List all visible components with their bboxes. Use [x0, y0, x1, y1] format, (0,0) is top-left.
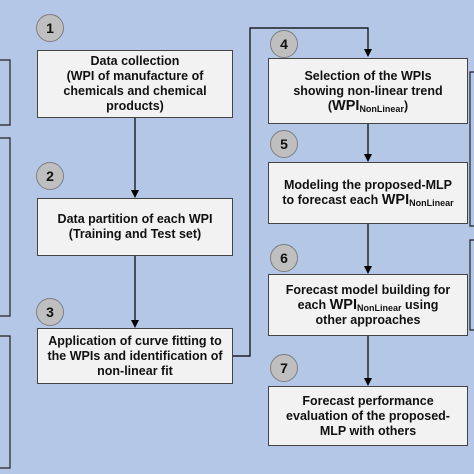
- right-bracket-2: [469, 239, 474, 331]
- step-4-box: Selection of the WPIs showing non-linear…: [268, 58, 468, 124]
- step-6-term-suffix: using: [401, 297, 439, 312]
- step-6-term-line: each WPINonLinear using: [286, 296, 451, 313]
- arrow-3-to-4: [233, 27, 372, 357]
- step-4-number: 4: [270, 30, 298, 58]
- step-3-line-1: Application of curve fitting to: [48, 333, 222, 348]
- step-1-box: Data collection (WPI of manufacture of c…: [37, 50, 233, 118]
- step-6-term: WPI: [329, 296, 358, 313]
- step-6-term-prefix: each: [297, 297, 330, 312]
- step-4-term-line: (WPINonLinear): [293, 97, 442, 114]
- step-1-number: 1: [36, 14, 64, 42]
- step-7-line-2: evaluation of the proposed-: [286, 408, 450, 423]
- step-2-number: 2: [36, 162, 64, 190]
- step-5-term-subscript: NonLinear: [409, 198, 454, 208]
- step-3-line-3: non-linear fit: [97, 363, 173, 378]
- step-2-line-1: Data partition of each WPI: [57, 212, 213, 226]
- step-5-number: 5: [270, 130, 298, 158]
- step-5-line-1: Modeling the proposed-MLP: [283, 178, 453, 192]
- step-6-box: Forecast model building for each WPINonL…: [268, 274, 468, 336]
- step-7-box: Forecast performance evaluation of the p…: [268, 386, 468, 446]
- left-bracket-2: [0, 137, 11, 317]
- right-bracket-1: [469, 71, 474, 227]
- step-5-term-line: to forecast each WPINonLinear: [282, 193, 453, 208]
- step-4-term-close: ): [403, 98, 409, 113]
- step-3-box: Application of curve fitting to the WPIs…: [37, 328, 233, 384]
- step-7-line-1: Forecast performance: [302, 393, 434, 408]
- step-1-line-3: chemicals and chemical: [63, 84, 207, 98]
- step-4-term: WPI: [332, 97, 360, 114]
- step-5-box: Modeling the proposed-MLP to forecast ea…: [268, 162, 468, 224]
- step-5-term-prefix: to forecast each: [282, 193, 382, 207]
- step-3-number: 3: [36, 298, 64, 326]
- step-6-line-1: Forecast model building for: [285, 282, 451, 297]
- step-3-line-2: the WPIs and identification of: [47, 348, 223, 363]
- step-6-line-3: other approaches: [315, 312, 421, 327]
- step-4-line-1: Selection of the WPIs: [304, 68, 432, 83]
- left-bracket-3: [0, 335, 11, 469]
- step-4-term-open: (: [327, 98, 333, 113]
- step-2-line-2: (Training and Test set): [68, 227, 202, 241]
- step-6-number: 6: [270, 244, 298, 272]
- step-4-term-subscript: NonLinear: [359, 103, 404, 114]
- step-6-term-subscript: NonLinear: [357, 302, 402, 313]
- step-1-line-2: (WPI of manufacture of: [66, 69, 204, 83]
- step-2-box: Data partition of each WPI (Training and…: [37, 198, 233, 256]
- step-1-line-1: Data collection: [90, 54, 180, 68]
- step-5-term: WPI: [381, 192, 410, 208]
- step-7-number: 7: [270, 354, 298, 382]
- step-7-line-3: MLP with others: [319, 423, 417, 438]
- step-1-line-4: products): [106, 99, 164, 113]
- step-4-line-2: showing non-linear trend: [293, 83, 443, 98]
- left-bracket-1: [0, 59, 11, 126]
